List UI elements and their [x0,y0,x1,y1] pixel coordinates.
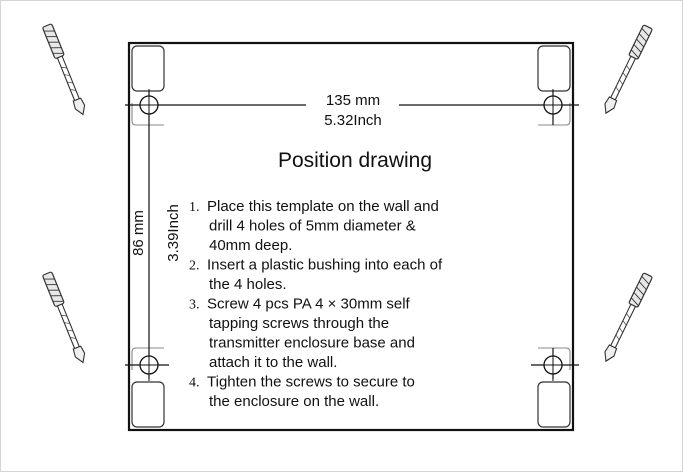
height-inch-label: 3.39Inch [165,204,182,262]
wall-anchor-bottom-right [600,272,654,364]
installation-steps: 1. Place this template on the wall and dri… [189,198,443,410]
wall-anchor-top-right [600,24,654,116]
step-text-line: Place this template on the wall and [207,198,439,215]
step-text-line: Tighten the screws to secure to [207,374,415,391]
step-text-line: drill 4 holes of 5mm diameter & [209,218,416,235]
step-number: 1. [189,200,200,215]
step-number: 3. [189,298,200,313]
corner-tab-bottom-right [537,381,571,428]
width-mm-label: 135 mm [326,92,380,109]
step-text-line: attach it to the wall. [209,354,337,371]
width-inch-label: 5.32Inch [324,112,382,129]
wall-anchor-bottom-left [41,271,89,365]
step-text-line: tapping screws through the [209,315,389,332]
step-text-line: Screw 4 pcs PA 4 × 30mm self [207,296,411,313]
corner-tab-top-left [131,45,165,92]
step-number: 2. [189,259,200,274]
wall-anchor-top-left [41,23,89,117]
template-outline [127,41,575,432]
corner-tab-top-right [537,45,571,92]
step-text-line: 40mm deep. [209,237,292,254]
step-text-line: Insert a plastic bushing into each of [207,257,443,274]
drawing-title: Position drawing [278,149,432,172]
step-text-line: transmitter enclosure base and [209,335,415,352]
step-text-line: the 4 holes. [209,276,287,293]
step-text-line: the enclosure on the wall. [209,393,379,410]
corner-tab-bottom-left [131,381,165,428]
step-number: 4. [189,376,200,391]
height-mm-label: 86 mm [130,210,147,256]
